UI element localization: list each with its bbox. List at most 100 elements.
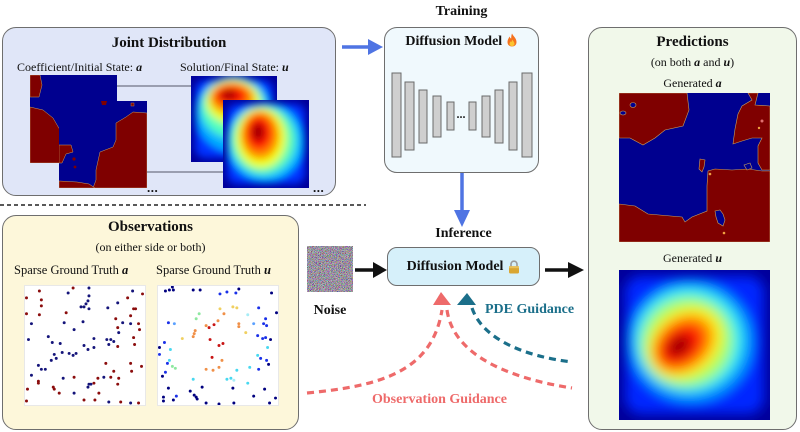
observation-point xyxy=(244,331,248,335)
observation-point xyxy=(37,289,41,293)
observation-point xyxy=(232,378,236,382)
observation-point xyxy=(166,386,170,390)
observation-point xyxy=(246,313,250,317)
observation-point xyxy=(86,347,90,351)
training-model-title-text: Diffusion Model xyxy=(405,34,503,49)
observation-point xyxy=(107,400,111,404)
observation-point xyxy=(204,367,208,371)
solution-label: Solution/Final State: u xyxy=(180,59,289,75)
observation-point xyxy=(116,301,120,305)
observation-point xyxy=(67,351,71,355)
observation-point xyxy=(74,351,78,355)
observation-point xyxy=(86,299,90,303)
observation-point xyxy=(131,289,135,293)
observation-point xyxy=(166,321,170,325)
pde-guidance-curve xyxy=(457,293,573,364)
var-a: a xyxy=(715,76,722,90)
observation-point xyxy=(43,367,47,371)
observation-point xyxy=(170,364,174,368)
var-u: u xyxy=(715,251,722,265)
observation-point xyxy=(194,317,198,321)
unet-layer-bar xyxy=(404,81,415,151)
observation-point xyxy=(132,336,136,340)
observations-subtitle: (on either side or both) xyxy=(95,240,206,254)
observation-point xyxy=(237,322,241,326)
observation-point xyxy=(129,401,133,405)
observation-point xyxy=(234,291,238,295)
unet-layer-bar xyxy=(468,101,477,131)
observation-point xyxy=(60,350,64,354)
observation-guidance-label: Observation Guidance xyxy=(372,392,507,407)
observation-point xyxy=(262,322,266,326)
observation-point xyxy=(174,394,178,398)
observation-point xyxy=(129,314,133,318)
observation-point xyxy=(237,287,241,291)
observation-point xyxy=(191,288,195,292)
observation-point xyxy=(204,401,208,405)
sparse-a-label: Sparse Ground Truth a xyxy=(14,262,128,278)
training-heading: Training xyxy=(435,4,488,19)
sparse-u-label-text: Sparse Ground Truth xyxy=(156,263,264,277)
observation-point xyxy=(109,375,113,379)
observation-point xyxy=(137,322,141,326)
unet-ellipsis: ... xyxy=(457,107,466,121)
observation-point xyxy=(220,358,224,362)
observation-point xyxy=(193,329,197,333)
observation-point xyxy=(163,289,167,293)
inference-model-title: Diffusion Model xyxy=(406,258,504,274)
observation-point xyxy=(197,312,201,316)
observation-point xyxy=(173,366,177,370)
training-to-inference-arrow xyxy=(454,173,470,227)
observation-point xyxy=(167,288,171,292)
subtitle-text: and xyxy=(700,55,724,69)
observation-point xyxy=(231,305,235,309)
observation-point xyxy=(141,292,145,296)
observation-point xyxy=(265,324,269,328)
observation-point xyxy=(163,370,167,374)
observation-point xyxy=(207,326,211,330)
inference-diffusion-model-box: Diffusion Model xyxy=(387,247,540,286)
var-u: u xyxy=(264,263,271,277)
observation-point xyxy=(165,361,169,365)
observation-point xyxy=(222,312,226,316)
observation-point xyxy=(54,356,58,360)
generated-u-label: Generated u xyxy=(588,250,797,266)
pde-guidance-arrowhead xyxy=(457,293,476,305)
lock-icon xyxy=(509,259,520,273)
observation-point xyxy=(97,391,101,395)
inference-heading: Inference xyxy=(435,226,492,241)
observation-point xyxy=(39,367,43,371)
observation-point xyxy=(87,294,91,298)
observation-point xyxy=(37,313,41,317)
observation-point xyxy=(82,398,86,402)
observation-point xyxy=(252,322,256,326)
observation-point xyxy=(104,361,108,365)
observation-point xyxy=(64,311,68,315)
observation-point xyxy=(188,389,192,393)
observation-point xyxy=(137,401,141,405)
observation-point xyxy=(86,385,90,389)
coefficient-field-front xyxy=(59,101,147,188)
observation-point xyxy=(168,347,172,351)
generated-a-text: Generated xyxy=(663,76,716,90)
solution-field-front xyxy=(223,100,309,188)
observation-point xyxy=(264,317,268,321)
observation-point xyxy=(50,341,54,345)
subtitle-text: ) xyxy=(730,55,735,69)
observation-point xyxy=(180,337,184,341)
observation-point xyxy=(257,306,261,310)
observation-point xyxy=(191,335,195,339)
ellipsis-u: ... xyxy=(313,180,325,195)
observation-point xyxy=(208,338,212,342)
observation-point xyxy=(256,334,260,338)
observation-point xyxy=(46,335,50,339)
observation-point xyxy=(133,343,137,346)
var-u: u xyxy=(723,55,731,69)
observation-point xyxy=(134,307,138,311)
observation-point xyxy=(263,387,267,391)
observation-point xyxy=(264,336,268,340)
observation-point xyxy=(161,399,165,403)
unet-layer-bar xyxy=(508,81,518,151)
